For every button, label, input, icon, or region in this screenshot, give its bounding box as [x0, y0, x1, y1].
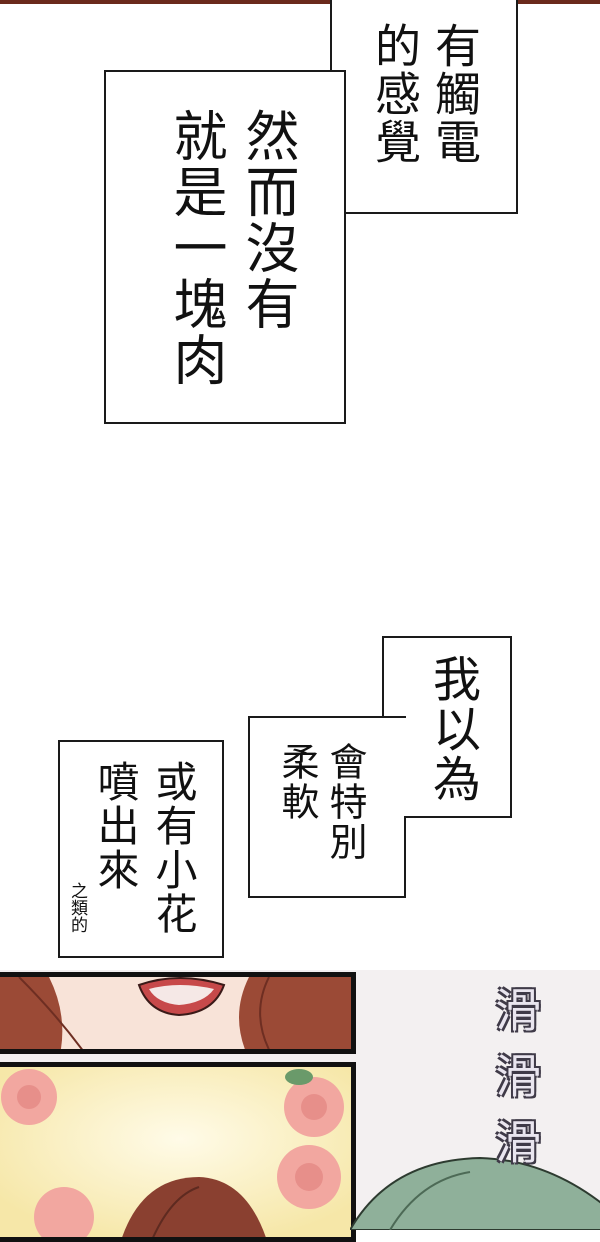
- lower-speech-box: [58, 740, 224, 958]
- green-hair: [350, 1156, 600, 1230]
- sfx-slide: 滑滑滑: [488, 986, 542, 1184]
- middle-box-seam-2: [384, 718, 404, 896]
- hair-right: [239, 977, 351, 1049]
- rose-1-center: [17, 1085, 41, 1109]
- upper-box-seam-2: [346, 72, 516, 212]
- upper-text-col-2: 的感覺: [368, 22, 422, 166]
- mouth-closeup-panel: [0, 972, 356, 1054]
- hair-left: [0, 977, 63, 1049]
- middle-box-seam: [384, 718, 510, 816]
- leaf-1: [285, 1069, 313, 1085]
- lower-text-small: 之類的: [67, 882, 87, 933]
- hair-bottom: [122, 1177, 266, 1237]
- rose-panel: [0, 1062, 356, 1242]
- hair-strand-2: [259, 977, 270, 1049]
- upper-text-col-3: 然而沒有: [236, 108, 299, 332]
- hair-bottom-strand: [152, 1186, 200, 1237]
- upper-text-col-1: 有觸電: [428, 22, 482, 166]
- top-strip: [0, 0, 600, 4]
- green-hair-strand: [389, 1171, 471, 1230]
- teeth: [149, 985, 214, 1005]
- rose-3-center: [301, 1094, 327, 1120]
- rose-4-center: [295, 1163, 323, 1191]
- rose-panel-art: [0, 1067, 351, 1237]
- lower-text-col-1: 或有小花: [149, 760, 198, 936]
- mouth-closeup-art: [0, 977, 351, 1049]
- lower-text-col-2: 噴出來: [91, 760, 140, 892]
- middle-speech-box-bottom: [248, 716, 406, 898]
- upper-box-seam: [332, 72, 344, 212]
- upper-text-col-4: 就是一塊肉: [164, 108, 227, 388]
- hair-strand: [18, 977, 83, 1049]
- middle-text-col-3: 柔軟: [275, 742, 319, 822]
- middle-text-col-1: 我以為: [424, 654, 480, 804]
- green-hair-art: [350, 1156, 600, 1230]
- upper-speech-box-bottom: [104, 70, 346, 424]
- rose-2: [34, 1187, 94, 1237]
- middle-text-col-2: 會特別: [323, 742, 367, 862]
